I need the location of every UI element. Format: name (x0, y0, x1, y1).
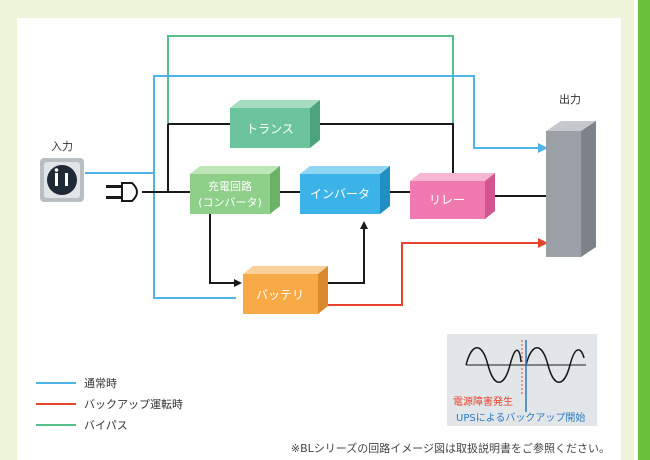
transformer-label: トランス (246, 122, 294, 136)
side-bar-edge (634, 0, 638, 460)
charger-label-line2: (コンバータ) (198, 196, 262, 209)
charger-block (190, 166, 280, 214)
relay-block (410, 173, 495, 219)
transformer-block (230, 100, 320, 148)
inset-caption-failure: 電源障害発生 (453, 395, 513, 408)
main-wiring (142, 123, 546, 287)
waveform-inset (447, 334, 597, 426)
backup-path (323, 238, 548, 306)
plug-icon (106, 182, 138, 202)
input-label: 入力 (51, 140, 73, 153)
legend (36, 382, 76, 426)
legend-label-bypass: バイパス (84, 419, 128, 432)
inverter-block (300, 166, 390, 214)
normal-path (85, 75, 548, 299)
charger-label-line1: 充電回路 (208, 179, 252, 193)
legend-label-normal: 通常時 (84, 377, 117, 390)
output-label: 出力 (559, 92, 581, 106)
inset-caption-backup: UPSによるバックアップ開始 (456, 411, 585, 424)
inverter-label: インバータ (310, 187, 370, 201)
wall-outlet-icon (40, 158, 84, 202)
battery-label: バッテリ (256, 288, 304, 302)
relay-label: リレー (429, 193, 465, 207)
side-accent-bar (638, 0, 650, 460)
output-box (546, 121, 596, 257)
bypass-path (167, 35, 454, 181)
footnote: ※BLシリーズの回路イメージ図は取扱説明書をご参照ください。 (291, 441, 610, 455)
battery-block (243, 266, 328, 314)
legend-label-backup: バックアップ運転時 (84, 398, 183, 411)
